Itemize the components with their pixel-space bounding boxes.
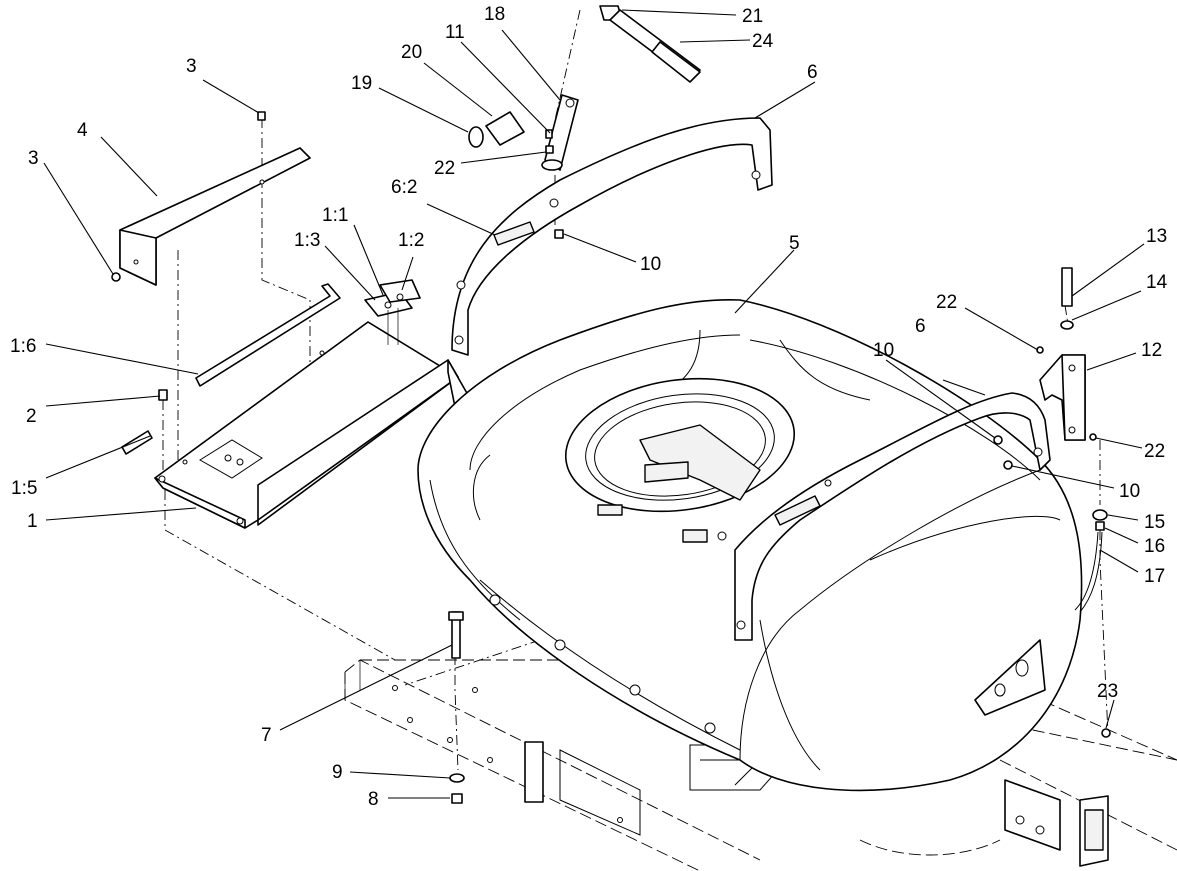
callout-15: 15 (1144, 512, 1165, 533)
callout-10-lower: 10 (1119, 481, 1140, 502)
strap-6-top (451, 117, 773, 356)
bracket-12 (1039, 354, 1086, 441)
strap-1-5 (121, 430, 153, 455)
clamps-1-1-1-3 (364, 279, 421, 345)
callout-1-3: 1:3 (294, 230, 320, 251)
callout-22-top: 22 (434, 158, 455, 179)
screw-3-left (111, 272, 121, 282)
strap-6-front (734, 392, 1051, 641)
callout-1-5: 1:5 (11, 478, 37, 499)
washer-9 (449, 773, 465, 783)
callout-16: 16 (1144, 536, 1165, 557)
callout-1-6: 1:6 (10, 336, 36, 357)
callout-14: 14 (1146, 272, 1168, 293)
plumbing-fittings (468, 5, 701, 171)
callout-5: 5 (789, 233, 800, 254)
callout-23: 23 (1097, 681, 1118, 702)
callout-20: 20 (401, 42, 422, 63)
callout-17: 17 (1144, 566, 1165, 587)
callout-11: 11 (445, 22, 465, 43)
callout-3-left: 3 (28, 148, 39, 169)
callout-21: 21 (742, 6, 763, 27)
callout-22-right: 22 (936, 292, 957, 313)
callout-18: 18 (484, 4, 505, 25)
callout-3-top: 3 (186, 56, 197, 77)
screw-3-top (257, 111, 266, 121)
callout-8: 8 (368, 789, 379, 810)
callout-19: 19 (351, 73, 372, 94)
callout-6-2: 6:2 (391, 177, 417, 198)
callout-6-right: 6 (915, 316, 926, 337)
nut-22-right (1036, 346, 1097, 441)
callout-1-2: 1:2 (398, 230, 424, 251)
callout-13: 13 (1146, 226, 1167, 247)
nut-8 (451, 793, 463, 804)
callout-6-top: 6 (807, 62, 818, 83)
fitting-15-16 (1092, 509, 1108, 531)
callout-1-1: 1:1 (322, 205, 348, 226)
callout-9: 9 (332, 762, 343, 783)
callout-2: 2 (26, 406, 37, 427)
callout-24: 24 (752, 31, 774, 52)
bolt-2 (158, 389, 168, 401)
nut-23 (1101, 728, 1111, 738)
callout-22-lower: 22 (1144, 441, 1165, 462)
nut-10-top (554, 229, 564, 239)
hose-17 (1074, 531, 1103, 613)
sight-tube-13 (1061, 267, 1073, 307)
rod-1-6 (195, 283, 341, 387)
mount-plate-1 (154, 321, 469, 529)
leader-lines (43, 9, 1145, 799)
nuts-10-right (993, 435, 1013, 470)
callout-7: 7 (261, 725, 272, 746)
callout-4: 4 (77, 120, 88, 141)
bolt-7 (448, 611, 464, 659)
callout-10-top: 10 (640, 254, 661, 275)
frame-holes (392, 685, 623, 823)
callout-1: 1 (27, 511, 38, 532)
callout-labels: 1 1:1 1:2 1:3 1:5 1:6 2 3 3 4 5 6 6 6:2 … (10, 4, 1168, 810)
grommet-14 (1060, 320, 1074, 330)
callout-10-right: 10 (873, 340, 894, 361)
bracket-4 (119, 147, 311, 286)
callout-12: 12 (1141, 340, 1162, 361)
